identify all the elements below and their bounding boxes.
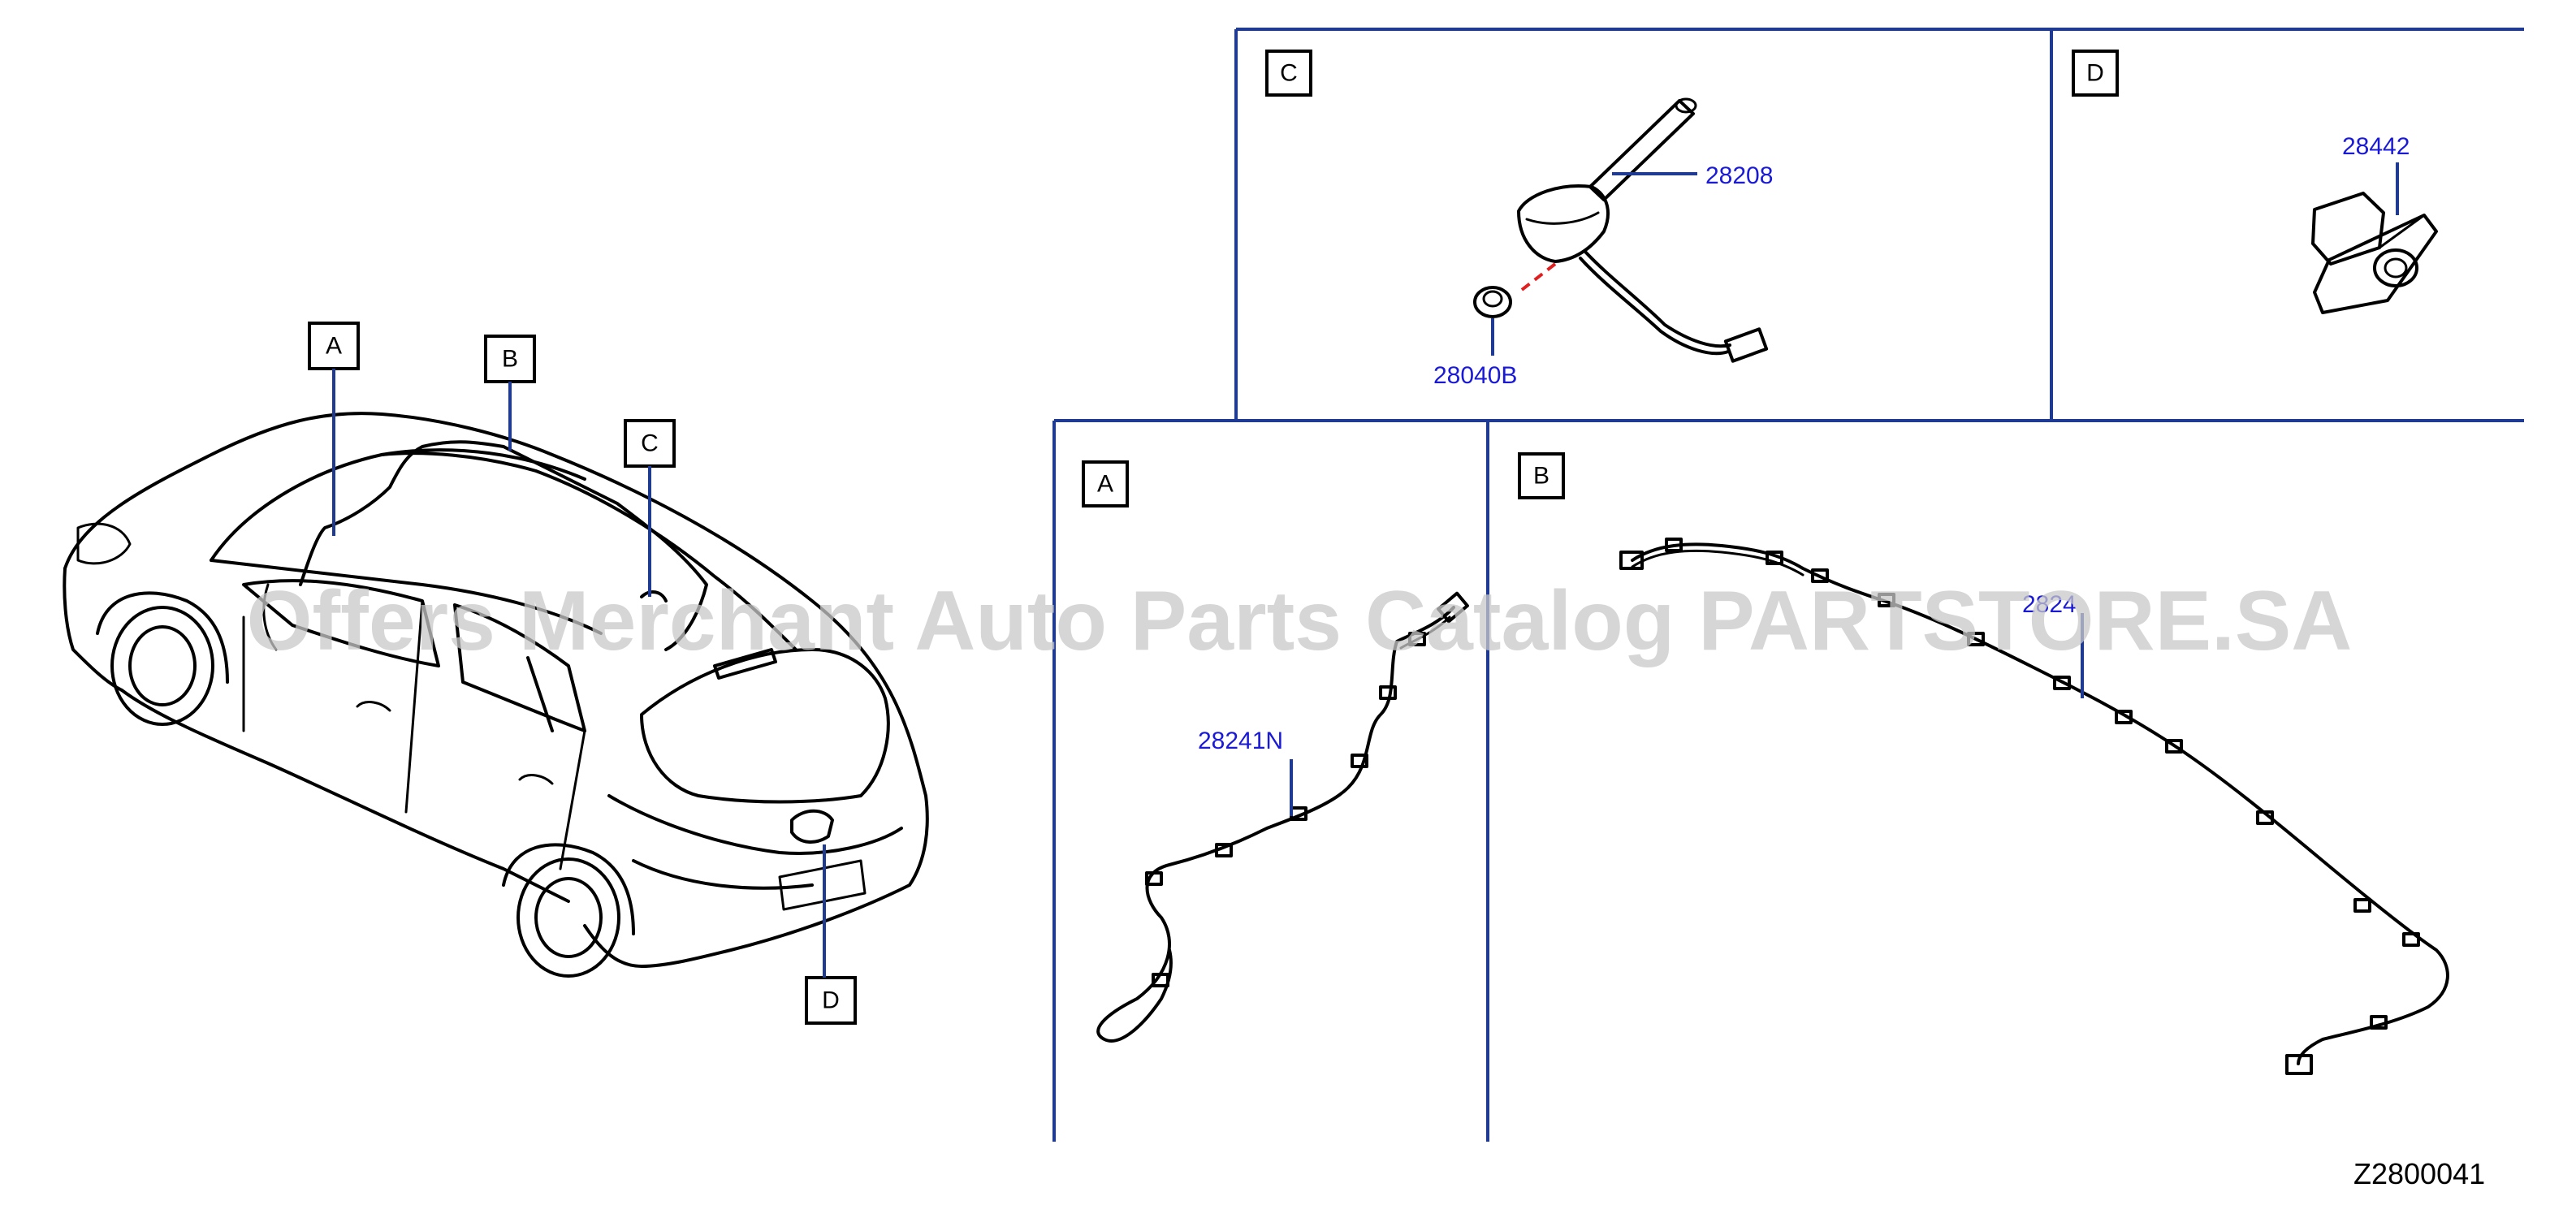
diagram-code: Z2800041 xyxy=(2353,1157,2485,1190)
callout-c[interactable]: C xyxy=(624,419,676,597)
panel-c: C 28208 28040B xyxy=(1265,50,1773,389)
panel-d-tag xyxy=(2072,50,2119,97)
part-number-28040B[interactable]: 28040B xyxy=(1433,362,1517,389)
panel-c-tag-label: C xyxy=(1280,60,1298,87)
vehicle-overview xyxy=(63,412,929,978)
antenna-feeder-a[interactable] xyxy=(1096,591,1469,1043)
callout-c-label: C xyxy=(641,430,659,457)
panel-b: B 2824 xyxy=(1518,452,2449,1075)
part-number-28208[interactable]: 28208 xyxy=(1705,162,1773,189)
panel-c-tag xyxy=(1265,50,1312,97)
panel-a-tag-label: A xyxy=(1097,471,1113,498)
panel-a-tag xyxy=(1082,460,1129,507)
part-number-28442[interactable]: 28442 xyxy=(2342,133,2410,160)
antenna-feeder-b[interactable] xyxy=(1619,538,2449,1075)
part-number-2824[interactable]: 2824 xyxy=(2022,591,2077,618)
antenna-nut[interactable] xyxy=(1473,286,1512,318)
rear-view-camera[interactable] xyxy=(2311,192,2438,314)
callout-a[interactable]: A xyxy=(308,322,360,536)
watermark-text: Offers Merchant Auto Parts Catalog PARTS… xyxy=(247,574,2353,668)
antenna-mount-connector-line xyxy=(1517,262,1557,294)
panel-b-tag xyxy=(1518,452,1565,499)
roof-antenna[interactable] xyxy=(1517,97,1769,363)
callout-b-label: B xyxy=(502,346,518,373)
callout-a-label: A xyxy=(326,333,342,360)
panel-d: D 28442 xyxy=(2072,50,2438,314)
callout-b[interactable]: B xyxy=(484,335,536,451)
panel-b-tag-label: B xyxy=(1533,463,1549,490)
panel-d-tag-label: D xyxy=(2086,60,2104,87)
panel-frames xyxy=(1052,28,2524,1142)
panel-a: A 28241N xyxy=(1082,460,1469,1043)
callout-d-label: D xyxy=(822,987,840,1014)
callout-d[interactable]: D xyxy=(805,844,857,1025)
part-number-28241N[interactable]: 28241N xyxy=(1198,728,1283,754)
